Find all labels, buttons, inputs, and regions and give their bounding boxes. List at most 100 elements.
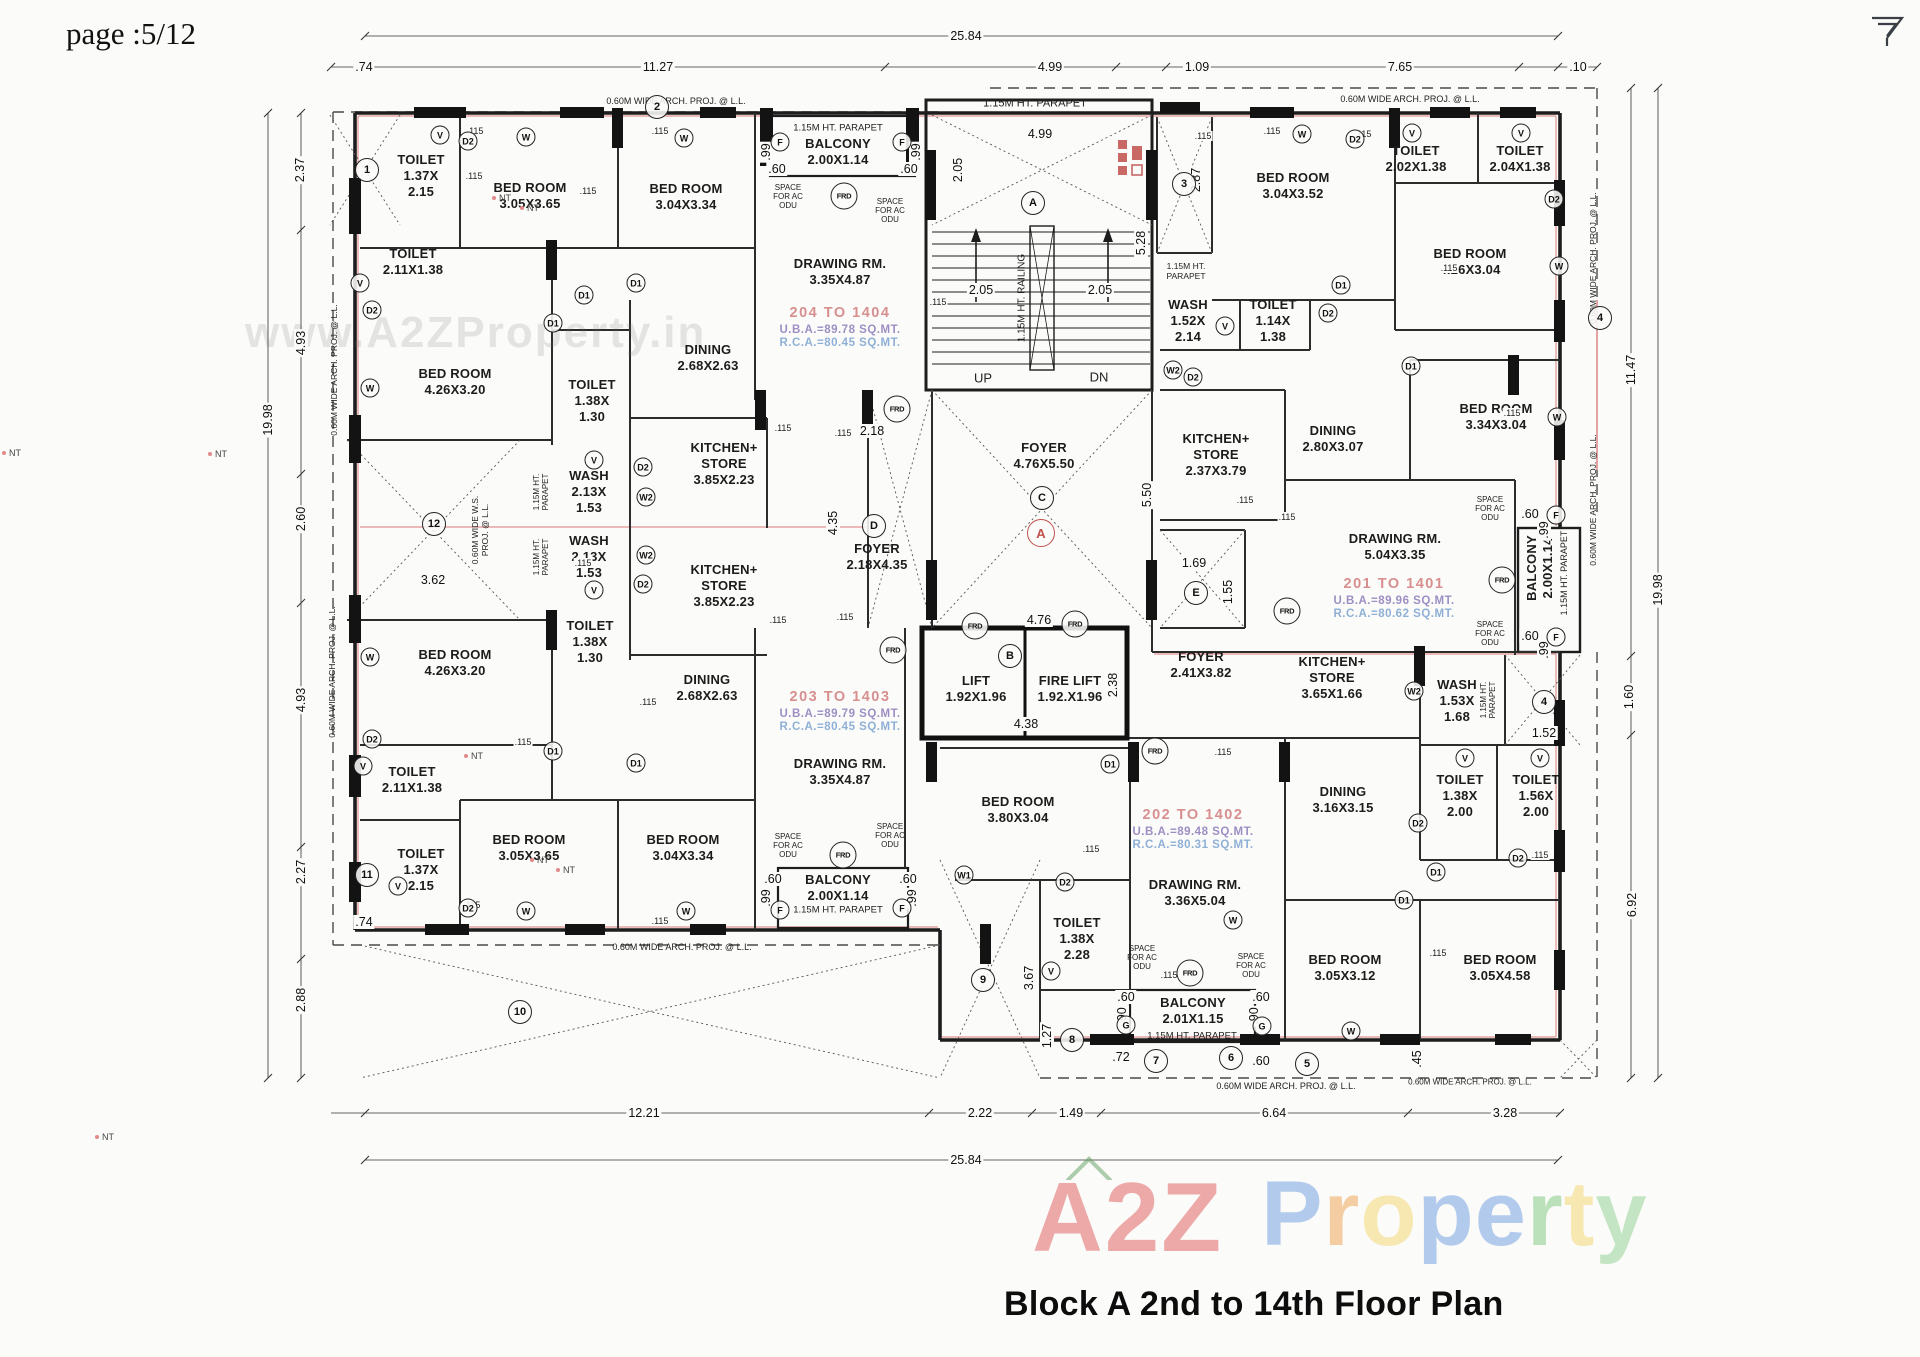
dimension-label: 5.50: [1140, 480, 1154, 510]
annotation-note: 1.15M HT. PARAPET: [1147, 1030, 1237, 1042]
room-label: DRAWING RM. 3.35X4.87: [793, 256, 887, 287]
dimension-label: 6.64: [1259, 1106, 1289, 1120]
plan-title: Block A 2nd to 14th Floor Plan: [1004, 1285, 1504, 1323]
frd-door-tag: FRD: [1061, 610, 1089, 638]
dimension-label: 4.99: [1035, 60, 1065, 74]
dimension-label: .74: [353, 60, 375, 74]
room-label: KITCHEN+ STORE 3.85X2.23: [690, 440, 758, 487]
annotation-note: SPACE FOR AC ODU: [1236, 952, 1266, 980]
room-label: WASH 1.53X 1.68: [1437, 677, 1477, 724]
opening-tag: W: [516, 901, 536, 921]
annotation-note: 0.60M WIDE ARCH. PROJ. @ L.L.: [612, 941, 752, 952]
wall-thickness-label: .115: [464, 171, 484, 181]
dimension-label: 4.93: [294, 685, 308, 715]
annotation-note: 1.15M HT. PARAPET: [1478, 681, 1497, 719]
room-label: TOILET 2.11X1.38: [381, 764, 443, 795]
annotation-note: SPACE FOR AC ODU: [1475, 620, 1505, 648]
grid-bubble: 9: [971, 968, 995, 992]
logo-letter: r: [1526, 1163, 1564, 1265]
room-label: FOYER 2.41X3.82: [1170, 649, 1232, 680]
opening-tag: D1: [626, 753, 646, 773]
opening-tag: D1: [1426, 862, 1446, 882]
opening-tag: F: [892, 132, 912, 152]
dimension-label: 25.84: [948, 1153, 984, 1167]
nt-label: NT: [556, 865, 1920, 875]
dimension-label: .60: [1115, 990, 1137, 1004]
room-label: DINING 2.80X3.07: [1302, 423, 1364, 454]
a2z-property-logo: A2Z Property: [1032, 1156, 1648, 1266]
opening-tag: W2: [1404, 681, 1424, 701]
room-label: BED ROOM 3.05X3.65: [493, 180, 567, 211]
room-label: BED ROOM 3.34X3.04: [1459, 401, 1532, 432]
unit-number-range: 204 TO 1404: [789, 305, 891, 321]
wall-thickness-label: .115: [1530, 850, 1550, 860]
room-label: TOILET 1.38X 1.30: [566, 618, 614, 665]
dimension-label: .60: [897, 872, 919, 886]
opening-tag: D2: [1544, 189, 1564, 209]
annotation-note: 0.60M WIDE ARCH. PROJ. @ L.L.: [1588, 434, 1599, 566]
opening-tag: V: [1455, 748, 1475, 768]
dimension-label: 1.49: [1056, 1106, 1086, 1120]
room-label: DINING 2.68X2.63: [676, 672, 738, 703]
room-label: FOYER 4.76X5.50: [1013, 440, 1075, 471]
logo-letter: p: [1417, 1163, 1475, 1265]
grid-bubble: 10: [508, 1000, 532, 1024]
wall-thickness-label: .115: [1428, 948, 1448, 958]
room-label: KITCHEN+ STORE 3.85X2.23: [690, 562, 758, 609]
wall-thickness-label: .115: [650, 126, 670, 136]
dimension-label: 2.38: [1106, 670, 1120, 700]
nt-label: NT: [208, 449, 1920, 459]
opening-tag: W: [360, 378, 380, 398]
opening-tag: V: [1402, 123, 1422, 143]
dimension-label: 1.52: [1529, 726, 1559, 740]
room-label: BALCONY 2.00X1.14: [805, 136, 871, 167]
nt-label: NT: [0, 952, 1365, 962]
nt-label: NT: [0, 472, 1541, 482]
opening-tag: V: [1041, 961, 1061, 981]
dimension-label: .60: [1250, 1054, 1272, 1068]
opening-tag: V: [584, 450, 604, 470]
opening-tag: D2: [362, 300, 382, 320]
annotation-note: 1.15M HT. PARAPET: [531, 473, 550, 511]
nt-label: NT: [0, 925, 1328, 935]
logo-property-text: Property: [1261, 1168, 1647, 1260]
dimension-label: 2.22: [965, 1106, 995, 1120]
dimension-label: 2.05: [966, 283, 996, 297]
wall-thickness-label: .115: [1081, 844, 1101, 854]
room-label: DINING 3.16X3.15: [1312, 784, 1374, 815]
room-label: KITCHEN+ STORE 2.37X3.79: [1182, 431, 1250, 478]
annotation-note: 0.60M WIDE W.S. PROJ. @ L.L.: [470, 495, 490, 565]
opening-tag: D1: [543, 741, 563, 761]
annotation-note: 0.60M WIDE ARCH. PROJ. @ L.L.: [329, 304, 340, 436]
grid-bubble: 2: [645, 95, 669, 119]
room-label: DRAWING RM. 3.36X5.04: [1148, 877, 1242, 908]
unit-number-range: 203 TO 1403: [789, 689, 891, 705]
nt-label: NT: [0, 658, 1540, 668]
wall-thickness-label: .115: [1502, 408, 1522, 418]
wall-thickness-label: .115: [650, 916, 670, 926]
annotation-note: 0.60M WIDE ARCH. PROJ. @ L.L.: [1588, 192, 1599, 324]
drafting-emblem-icon: [1872, 16, 1905, 46]
room-label: TOILET 1.38X 2.00: [1436, 772, 1484, 819]
unit-rca-area: R.C.A.=80.62 SQ.MT.: [1333, 608, 1455, 620]
grid-bubble: D: [862, 514, 886, 538]
annotation-note: 1.15M HT. PARAPET: [531, 538, 550, 576]
opening-tag: V: [1530, 748, 1550, 768]
wall-thickness-label: .115: [465, 126, 485, 136]
nt-label: NT: [530, 855, 1920, 865]
dimension-label: .60: [1519, 629, 1541, 643]
annotation-note: 0.60M WIDE ARCH. PROJ. @ L.L.: [327, 606, 338, 738]
nt-label: NT: [0, 531, 1610, 541]
dimension-label: 2.37: [293, 155, 307, 185]
logo-a2z-text: A2Z: [1032, 1156, 1223, 1266]
opening-tag: D2: [458, 131, 478, 151]
opening-tag: D1: [1331, 275, 1351, 295]
house-roof-icon: [1066, 1154, 1112, 1180]
room-label: TOILET 2.04X1.38: [1489, 143, 1551, 174]
room-label: TOILET 1.38X 2.28: [1053, 915, 1101, 962]
room-label: BED ROOM 3.05X3.65: [492, 832, 566, 863]
opening-tag: D2: [633, 574, 653, 594]
grid-bubble: 5: [1295, 1052, 1319, 1076]
dimension-label: 4.38: [1011, 717, 1041, 731]
